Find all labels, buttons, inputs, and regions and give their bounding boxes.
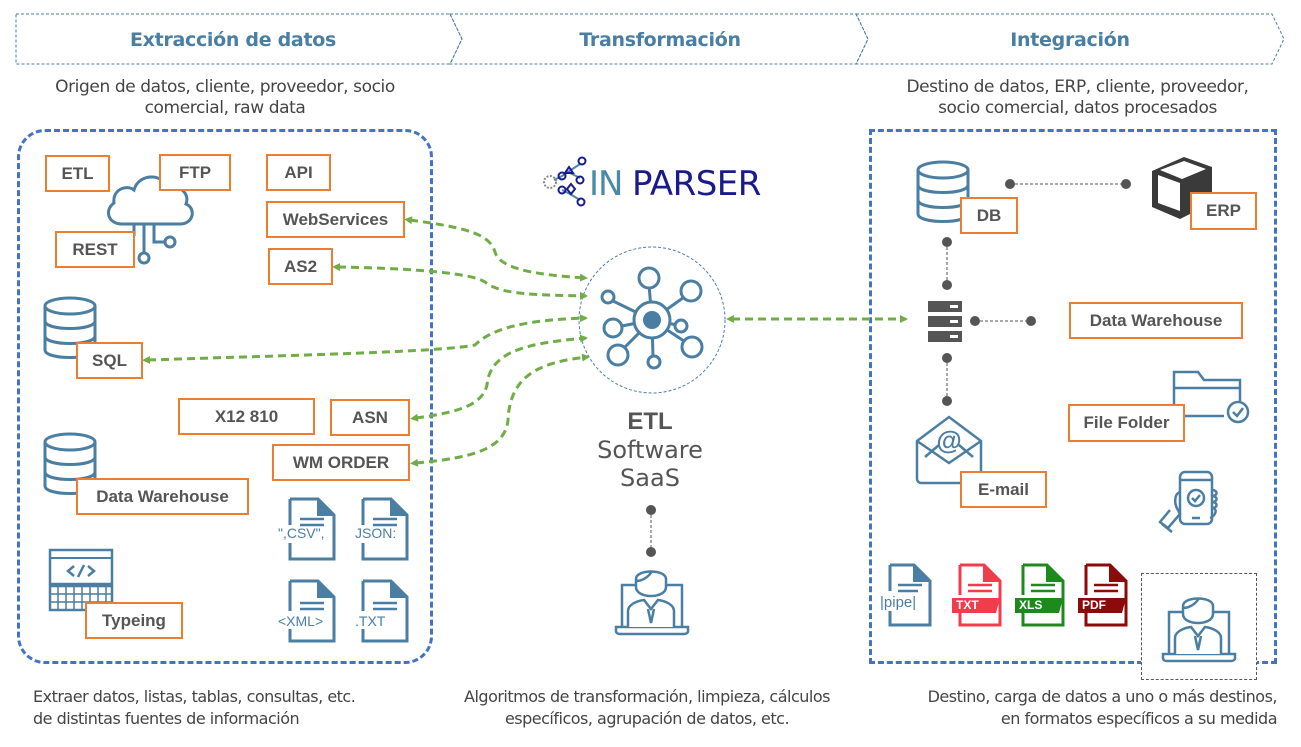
stage-integration: Integración <box>868 14 1272 64</box>
tag-etl[interactable]: ETL <box>45 155 110 192</box>
tag-rest[interactable]: REST <box>55 231 135 268</box>
footer-line: específicos, agrupación de datos, etc. <box>504 709 790 728</box>
destination-description: Destino de datos, ERP, cliente, proveedo… <box>875 77 1280 119</box>
document-icon <box>888 563 932 627</box>
flow-arrow-webservices <box>404 216 588 282</box>
stage-title: Integración <box>1010 29 1130 51</box>
document-icon <box>952 563 1002 627</box>
footer-line: de distintas fuentes de información <box>33 709 300 728</box>
tag-sql[interactable]: SQL <box>76 342 143 379</box>
file-format-label: .TXT <box>355 613 386 629</box>
document-icon <box>361 497 409 561</box>
footer-line: Destino, carga de datos a uno o más dest… <box>927 687 1278 706</box>
tag-asn[interactable]: ASN <box>330 399 410 436</box>
document-icon <box>288 579 336 643</box>
desc-line: comercial, raw data <box>144 98 306 118</box>
svg-text:@: @ <box>936 425 961 455</box>
file-format-label: XLS <box>1019 598 1043 612</box>
tag-webservices[interactable]: WebServices <box>266 201 405 238</box>
phone-hand-icon <box>1158 470 1218 533</box>
tag-data-warehouse-destination[interactable]: Data Warehouse <box>1069 302 1243 339</box>
file-icon-xml: <XML> <box>278 579 338 643</box>
logo-suffix: PARSER <box>632 164 761 204</box>
tag-as2[interactable]: AS2 <box>268 248 333 285</box>
etl-line: Software <box>597 436 703 464</box>
footer-extraction: Extraer datos, listas, tablas, consultas… <box>33 686 433 730</box>
tag-db[interactable]: DB <box>960 197 1018 234</box>
logo-prefix: IN <box>589 164 623 204</box>
user-laptop-icon <box>1161 597 1237 663</box>
stage-transformation: Transformación <box>462 14 858 64</box>
file-icon-json: JSON: <box>355 497 415 561</box>
tag-api[interactable]: API <box>266 154 331 191</box>
file-icon-pipe: |pipe| <box>880 563 938 627</box>
tag-email[interactable]: E-mail <box>960 471 1047 508</box>
source-description: Origen de datos, cliente, proveedor, soc… <box>20 77 430 119</box>
destination-panel <box>869 129 1277 664</box>
stage-title: Transformación <box>579 29 741 51</box>
footer-line: Extraer datos, listas, tablas, consultas… <box>33 687 356 706</box>
file-format-label: TXT <box>956 598 979 612</box>
logo-network-icon <box>543 156 587 207</box>
footer-line: Algoritmos de transformación, limpieza, … <box>464 687 830 706</box>
desc-line: socio comercial, datos procesados <box>938 98 1217 118</box>
tag-file-folder[interactable]: File Folder <box>1068 404 1185 442</box>
etl-hub-icon <box>578 246 726 394</box>
tag-data-warehouse-source[interactable]: Data Warehouse <box>76 478 249 515</box>
file-format-label: JSON: <box>355 525 397 541</box>
file-format-label: |pipe| <box>880 594 917 611</box>
desc-line: Origen de datos, cliente, proveedor, soc… <box>55 77 395 97</box>
inparser-logo: IN PARSER <box>540 156 780 212</box>
file-format-label: ",CSV", <box>278 525 325 541</box>
user-laptop-icon <box>614 570 690 636</box>
file-format-label: PDF <box>1082 598 1106 612</box>
user-box <box>1141 573 1257 680</box>
file-format-label: <XML> <box>278 613 324 629</box>
etl-line: SaaS <box>620 464 680 492</box>
server-icon <box>928 301 962 342</box>
flow-arrow-asn <box>410 334 588 422</box>
folder-check-icon <box>1172 370 1250 424</box>
file-icon-csv: ",CSV", <box>278 497 338 561</box>
document-icon <box>1078 563 1128 627</box>
footer-line: en formatos específicos a su medida <box>1000 709 1278 728</box>
stage-title: Extracción de datos <box>129 29 336 51</box>
stage-chevrons <box>15 13 1285 65</box>
footer-integration: Destino, carga de datos a uno o más dest… <box>865 686 1278 730</box>
tag-wm-order[interactable]: WM ORDER <box>272 444 410 481</box>
tag-typeing[interactable]: Typeing <box>85 602 183 639</box>
footer-transformation: Algoritmos de transformación, limpieza, … <box>430 686 864 730</box>
etl-label: ETL Software SaaS <box>570 408 730 492</box>
code-keyboard-icon <box>48 548 114 612</box>
file-icon-pdf: PDF <box>1076 563 1134 627</box>
document-icon <box>361 579 409 643</box>
etl-title: ETL <box>627 408 673 435</box>
file-icon-xls: XLS <box>1013 563 1071 627</box>
file-icon-txt-red: TXT <box>950 563 1008 627</box>
etl-connector <box>646 505 656 557</box>
tag-erp[interactable]: ERP <box>1190 192 1257 230</box>
stage-chevron-integration <box>855 13 1285 65</box>
cloud-icon <box>106 175 194 265</box>
document-icon <box>1015 563 1065 627</box>
stage-extraction: Extracción de datos <box>16 14 450 64</box>
file-icon-txt: .TXT <box>355 579 415 643</box>
flow-arrow-wm-order <box>410 353 590 467</box>
tag-x12-810[interactable]: X12 810 <box>178 398 315 435</box>
tag-ftp[interactable]: FTP <box>159 154 231 191</box>
document-icon <box>288 497 336 561</box>
desc-line: Destino de datos, ERP, cliente, proveedo… <box>906 77 1249 97</box>
